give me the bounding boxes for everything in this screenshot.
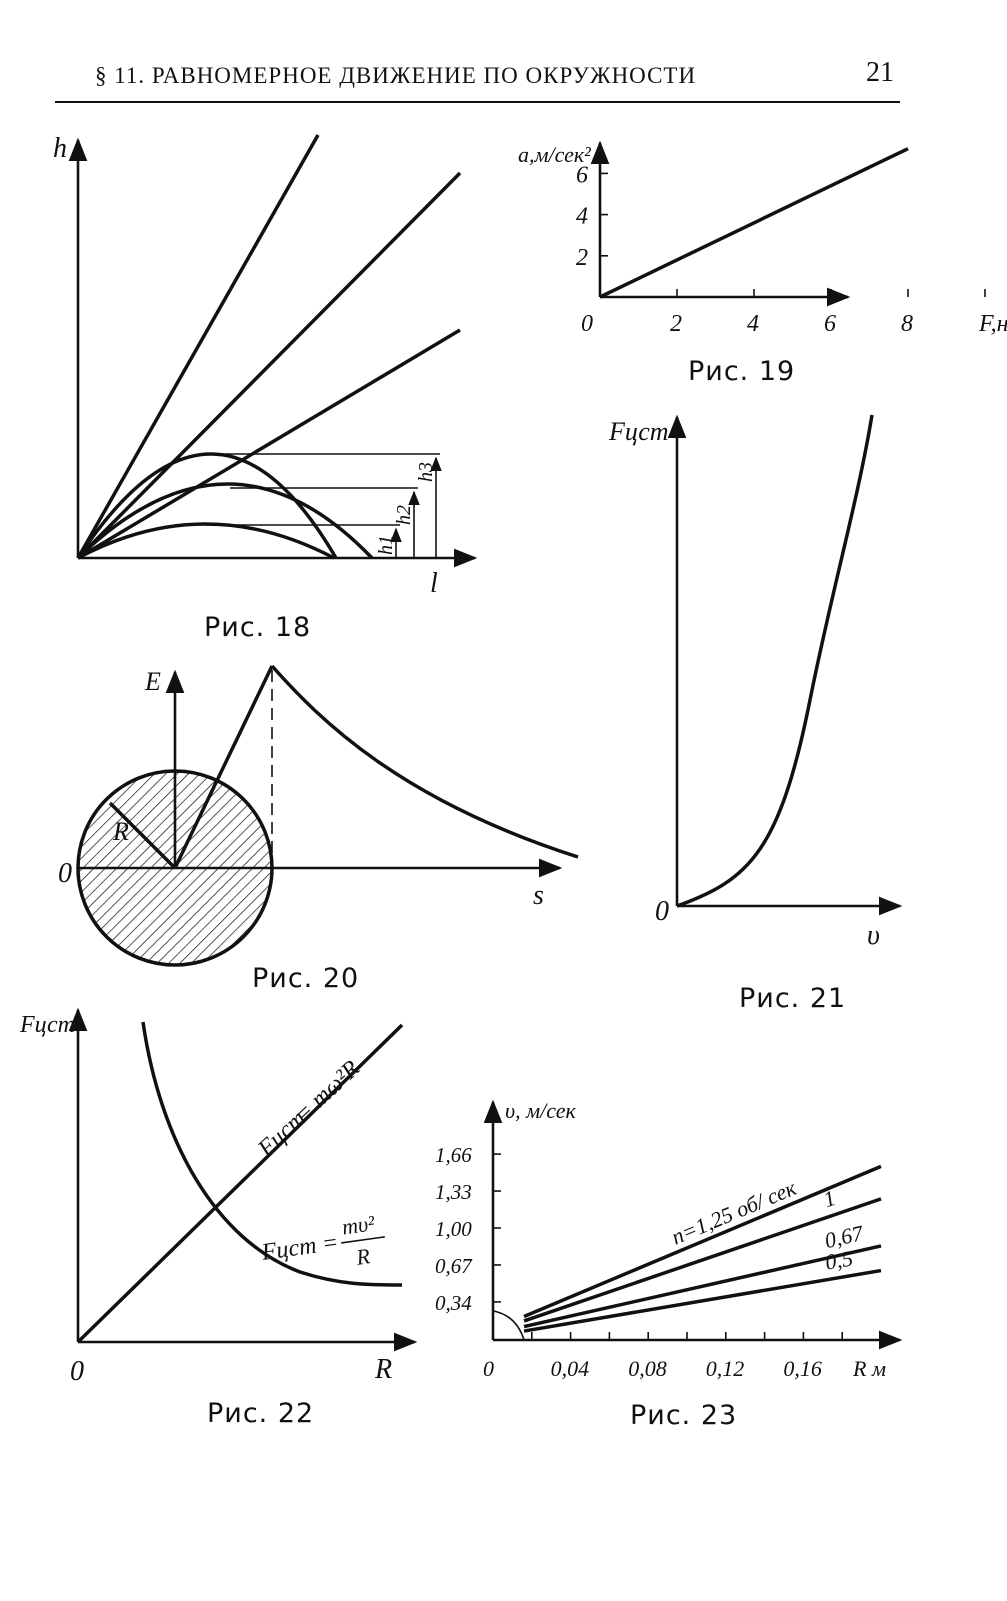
fig18-h3-label: h3 bbox=[415, 462, 437, 482]
fig20-radius-label: R bbox=[112, 817, 129, 846]
fig22-linear-line bbox=[76, 1023, 404, 1344]
fig20-x-label: s bbox=[533, 880, 544, 911]
fig23-x-tick-label: 0,08 bbox=[628, 1356, 667, 1381]
fig23-x-label: R м bbox=[852, 1356, 886, 1381]
fig20-origin-label: 0 bbox=[58, 858, 72, 889]
fig19-line bbox=[599, 147, 909, 299]
fig23-x-tick-label: 0,16 bbox=[783, 1356, 822, 1381]
fig23-y-tick-label: 1,66 bbox=[435, 1143, 472, 1167]
caption-fig19: Рис. 19 bbox=[688, 356, 796, 387]
fig18-y-label: h bbox=[53, 133, 67, 164]
fig19-y-tick-label: 4 bbox=[576, 204, 588, 230]
fig22-hyp-den: R bbox=[354, 1243, 372, 1270]
fig23-x-tick-label: 0,12 bbox=[706, 1356, 745, 1381]
fig23-series-line bbox=[523, 1268, 882, 1333]
fig22-fraction-bar bbox=[341, 1236, 385, 1244]
figure-18: h l h1 h2 h3 bbox=[53, 133, 478, 599]
fig23-small-arc bbox=[492, 1310, 525, 1341]
fig23-y-tick-label: 0,34 bbox=[435, 1291, 472, 1315]
figure-21: Fцст υ 0 bbox=[608, 414, 903, 951]
fig20-y-label: E bbox=[144, 667, 161, 696]
fig21-y-label: Fцст bbox=[608, 417, 669, 446]
fig22-hyperbola bbox=[141, 1021, 403, 1287]
fig22-line-formula: Fцст = mω²R bbox=[252, 1055, 365, 1162]
caption-fig21: Рис. 21 bbox=[739, 983, 847, 1014]
fig19-x-tick-label: 6 bbox=[824, 311, 836, 337]
fig19-x-tick-label: 4 bbox=[747, 311, 759, 337]
fig23-y-tick-label: 0,67 bbox=[435, 1254, 473, 1278]
fig18-trajectory-mid bbox=[76, 482, 374, 560]
fig19-x-tick-label: 2 bbox=[670, 311, 682, 337]
fig21-origin-label: 0 bbox=[655, 896, 669, 927]
fig22-hyp-formula: Fцст = mυ² R bbox=[259, 1210, 385, 1270]
caption-fig23: Рис. 23 bbox=[630, 1400, 738, 1431]
fig18-h1-label: h1 bbox=[375, 535, 397, 555]
fig23-series-line bbox=[523, 1197, 882, 1323]
fig23-x-tick-label: 0,04 bbox=[551, 1356, 590, 1381]
fig23-series-line bbox=[523, 1164, 882, 1319]
fig23-y-tick-label: 1,00 bbox=[435, 1217, 472, 1241]
fig18-h2-label: h2 bbox=[393, 505, 415, 525]
fig22-x-label: R bbox=[374, 1354, 392, 1385]
figure-20: E s 0 R bbox=[58, 664, 579, 967]
fig22-hyp-num: mυ² bbox=[340, 1210, 376, 1239]
fig21-curve bbox=[676, 414, 874, 908]
caption-fig22: Рис. 22 bbox=[207, 1398, 315, 1429]
fig23-series-label-main: n=1,25 об/ сек bbox=[668, 1175, 801, 1250]
fig23-series-label: 1 bbox=[820, 1185, 838, 1212]
fig20-outside-curve bbox=[270, 664, 579, 859]
fig22-line-rhs: = mω²R bbox=[290, 1055, 365, 1128]
fig19-x-tick-label: 8 bbox=[901, 311, 913, 337]
fig22-origin-label: 0 bbox=[70, 1356, 84, 1387]
fig22-hyp-lhs: Fцст = bbox=[259, 1230, 340, 1267]
fig23-y-tick-label: 1,33 bbox=[435, 1180, 472, 1204]
fig19-origin-label: 0 bbox=[581, 311, 593, 337]
fig18-trajectory-high bbox=[76, 452, 338, 559]
figure-22: Fцст R 0 Fцст = mω²R Fцст = mυ² R bbox=[19, 1007, 418, 1387]
fig20-inside-line bbox=[173, 665, 274, 869]
page-number: 21 bbox=[866, 57, 894, 88]
fig19-y-label: a,м/сек² bbox=[518, 142, 591, 167]
fig22-y-label: Fцст bbox=[19, 1012, 75, 1038]
fig23-series-line bbox=[523, 1244, 882, 1329]
fig23-origin-label: 0 bbox=[483, 1356, 494, 1381]
fig18-ray-mid bbox=[76, 171, 462, 560]
fig19-y-tick-label: 2 bbox=[576, 245, 588, 271]
fig23-y-label: υ, м/сек bbox=[505, 1098, 576, 1123]
fig23-series-label: 0,5 bbox=[823, 1245, 854, 1274]
section-title: § 11. РАВНОМЕРНОЕ ДВИЖЕНИЕ ПО ОКРУЖНОСТИ bbox=[95, 63, 697, 88]
figure-23: 0,34 0,67 1,00 1,33 1,66 0,04 0,08 0,12 0,16 0 R м… bbox=[435, 1098, 903, 1381]
caption-fig18: Рис. 18 bbox=[204, 612, 312, 643]
figure-19: 2 4 6 8 2 4 6 0 F,н a,м/сек² bbox=[518, 140, 1007, 337]
fig18-ray-steep bbox=[76, 134, 320, 559]
caption-fig20: Рис. 20 bbox=[252, 963, 360, 994]
fig20-radius bbox=[108, 801, 177, 870]
fig18-x-label: l bbox=[430, 568, 438, 599]
fig21-x-label: υ bbox=[867, 920, 880, 951]
fig19-y-tick-label: 6 bbox=[576, 162, 588, 188]
running-header: § 11. РАВНОМЕРНОЕ ДВИЖЕНИЕ ПО ОКРУЖНОСТИ… bbox=[55, 55, 900, 103]
fig18-trajectory-low bbox=[77, 522, 335, 560]
fig18-ray-shallow bbox=[77, 328, 461, 560]
fig19-x-label: F,н bbox=[978, 311, 1007, 337]
